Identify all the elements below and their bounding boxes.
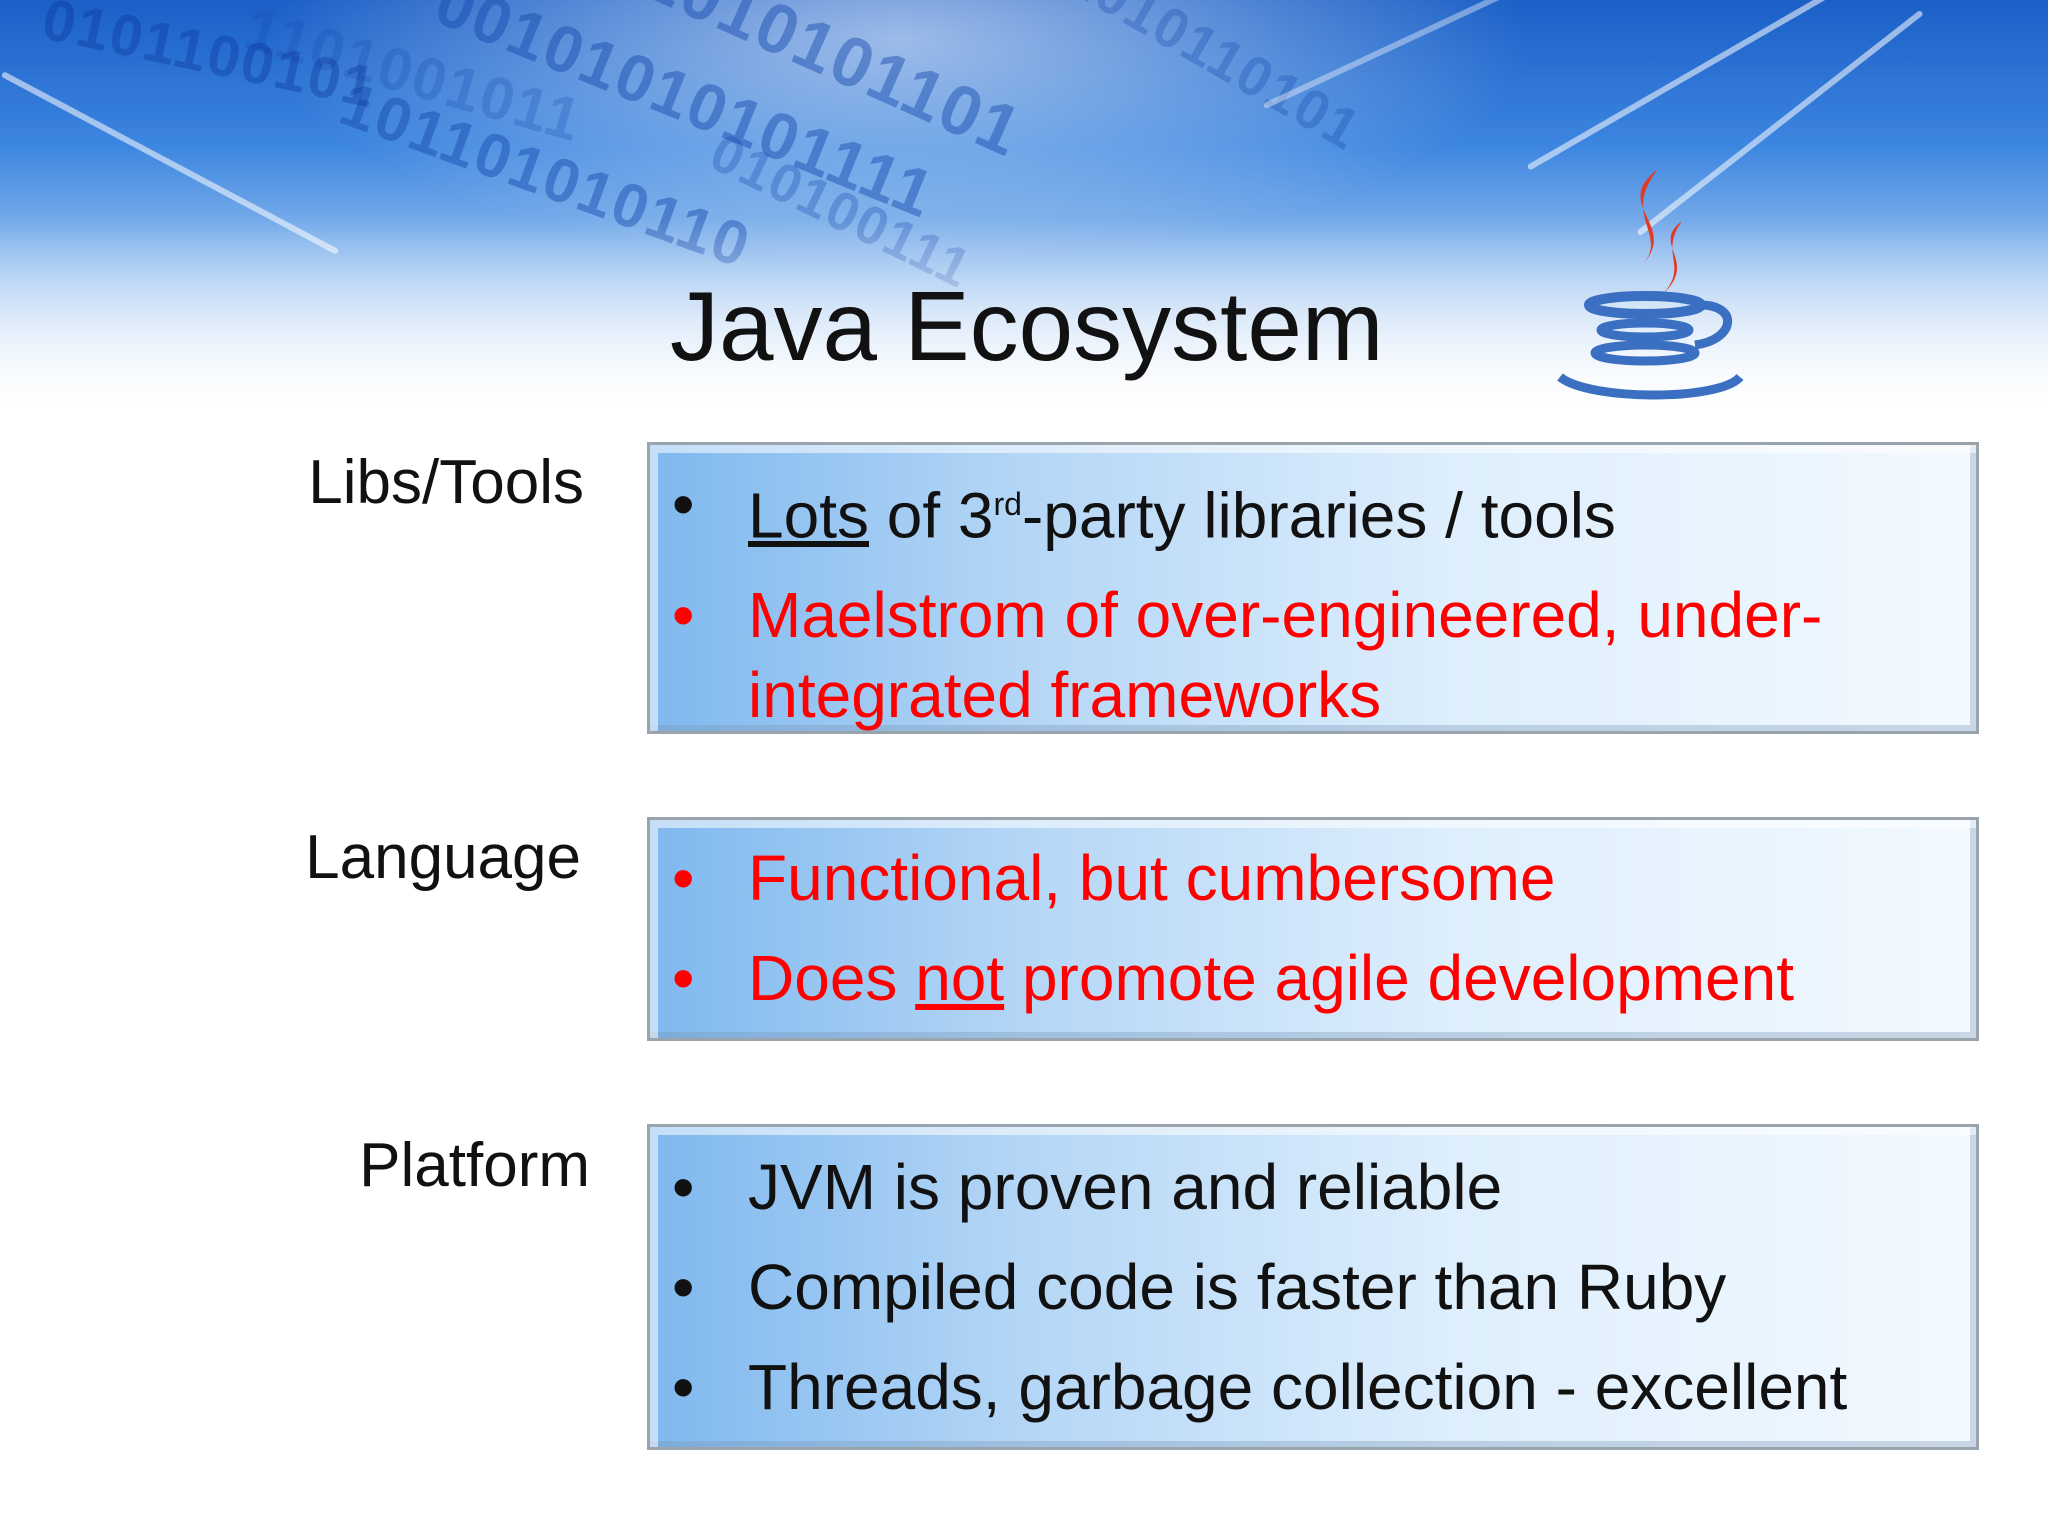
slide-title: Java Ecosystem: [670, 271, 1384, 381]
list-item: Lots of 3rd-party libraries / tools: [650, 464, 1976, 555]
list-item: JVM is proven and reliable: [650, 1147, 1976, 1227]
platform-box: JVM is proven and reliable Compiled code…: [647, 1124, 1979, 1450]
list-item: Compiled code is faster than Ruby: [650, 1247, 1976, 1327]
row-label-language: Language: [305, 823, 581, 892]
list-item: Threads, garbage collection - excellent: [650, 1347, 1976, 1427]
libs-tools-box: Lots of 3rd-party libraries / tools Mael…: [647, 442, 1979, 734]
list-item: Maelstrom of over-engineered, under-inte…: [650, 575, 1976, 735]
header-banner: 0111010101101 00101010101111 10110101011…: [0, 0, 2048, 420]
row-label-platform: Platform: [359, 1131, 590, 1200]
list-item: Does not promote agile development: [650, 938, 1976, 1018]
java-coffee-cup-logo-icon: [1557, 169, 1744, 400]
list-item: Functional, but cumbersome: [650, 838, 1976, 918]
language-box: Functional, but cumbersome Does not prom…: [647, 817, 1979, 1041]
row-label-libs-tools: Libs/Tools: [308, 448, 584, 517]
